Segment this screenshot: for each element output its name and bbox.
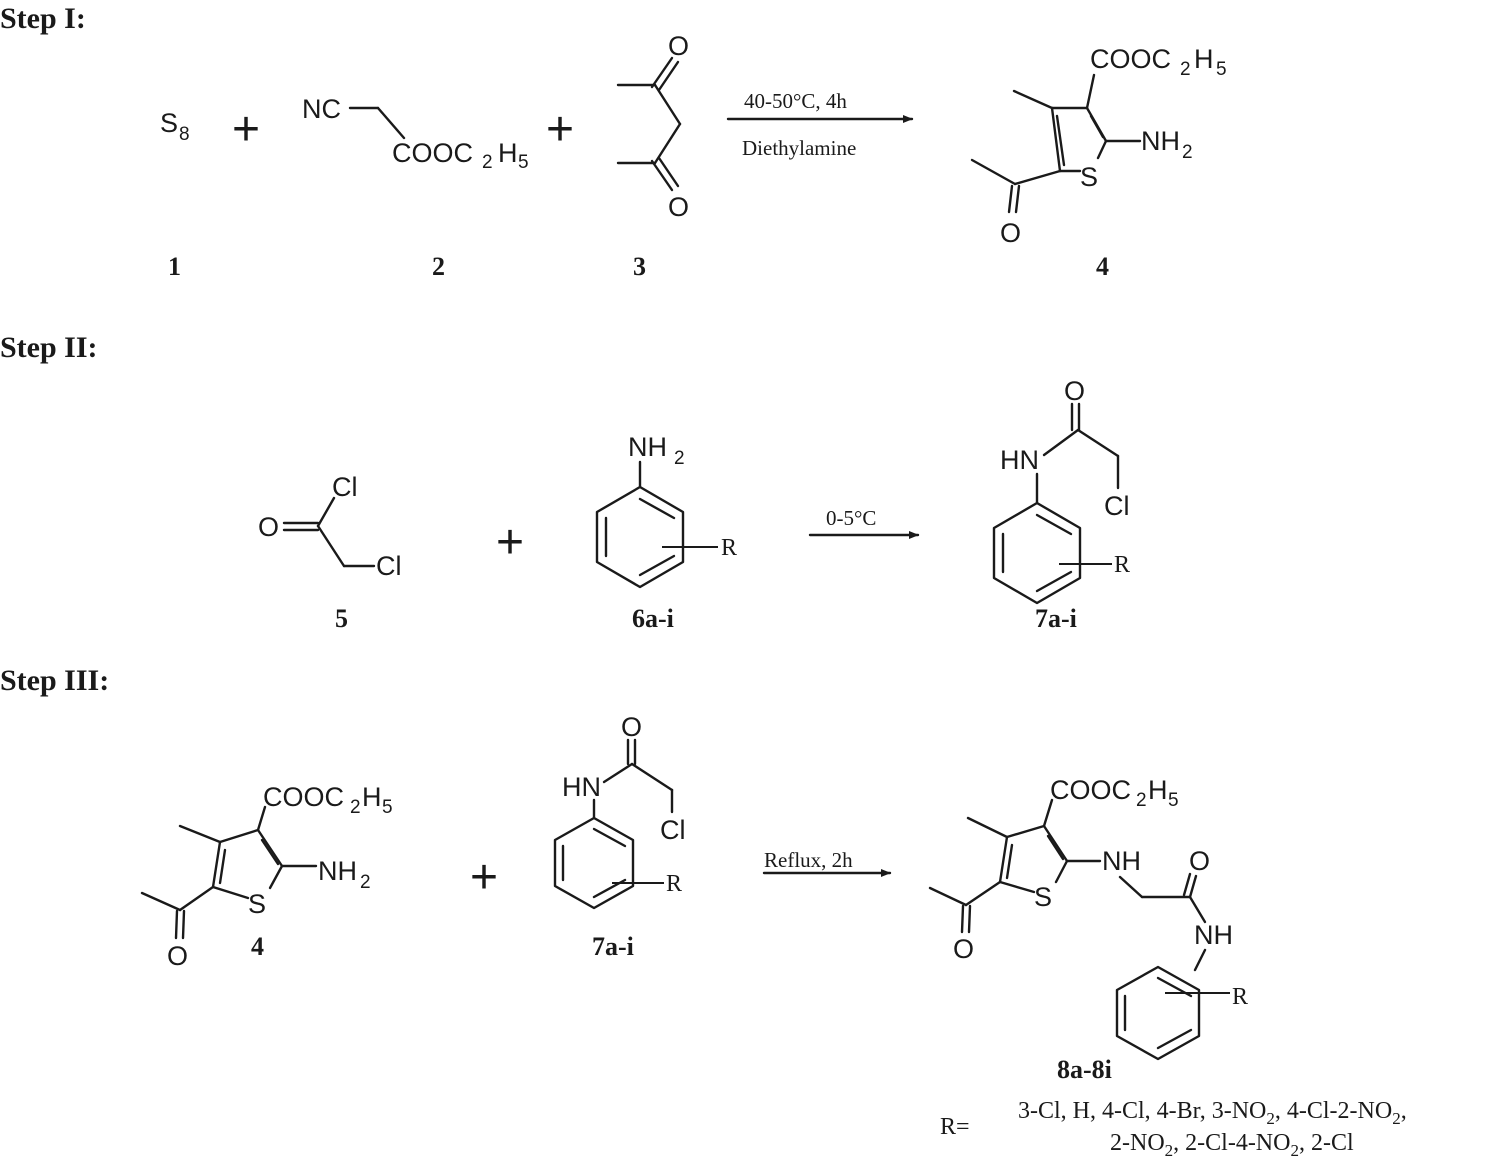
compound-1-sulfur: S 8 [160,108,190,145]
svg-text:2: 2 [674,448,685,469]
plus-sign: + [496,516,524,569]
compound-4-thiophene: S COOC 2 H 5 NH 2 O [970,44,1227,248]
svg-text:COOC: COOC [1090,44,1171,74]
svg-text:R: R [666,871,682,897]
svg-text:HN: HN [1000,445,1039,475]
compound-7-chloroacetamide: HN O Cl R [992,376,1130,605]
step-3-arrow: Reflux, 2h [762,848,892,877]
svg-text:O: O [621,712,642,742]
svg-text:O: O [1064,376,1085,406]
svg-text:2: 2 [350,797,361,818]
svg-text:Cl: Cl [660,815,686,845]
compound-number-4: 4 [1096,252,1109,281]
svg-text:0-5°C: 0-5°C [826,506,876,530]
svg-text:O: O [1000,218,1021,248]
svg-text:O: O [167,941,188,971]
svg-text:NC: NC [302,94,341,124]
compound-5-chloroacetyl-chloride: O Cl Cl [258,472,402,581]
compound-2-ethyl-cyanoacetate: NC COOC 2 H 5 [302,94,529,173]
svg-text:O: O [953,934,974,964]
compound-number-7-small: 7a-i [592,932,634,961]
compound-number-7: 7a-i [1035,604,1077,633]
svg-text:R: R [1114,552,1130,578]
svg-text:S: S [1034,882,1052,912]
svg-text:Cl: Cl [1104,491,1130,521]
step-1-arrow: 40-50°C, 4h Diethylamine [726,89,914,160]
plus-sign: + [546,103,574,156]
svg-text:5: 5 [1216,59,1227,80]
svg-text:H: H [362,782,382,812]
svg-text:NH: NH [1102,846,1141,876]
svg-text:2: 2 [482,152,493,173]
step-3-heading: Step III: [0,664,109,697]
svg-text:NH: NH [628,432,667,462]
svg-text:NH: NH [1141,126,1180,156]
svg-text:Cl: Cl [332,472,358,502]
svg-text:O: O [668,31,689,61]
svg-text:8: 8 [179,124,190,145]
svg-text:5: 5 [1168,790,1179,811]
svg-text:H: H [498,138,518,168]
compound-number-3: 3 [633,252,646,281]
svg-text:COOC: COOC [1050,775,1131,805]
compound-7-chloroacetamide-small: HN O Cl R [553,712,686,910]
step-2-heading: Step II: [0,331,98,364]
compound-8-product: S COOC 2 H 5 O NH O NH R [928,775,1248,1061]
svg-text:R: R [721,535,737,561]
svg-text:COOC: COOC [392,138,473,168]
svg-text:COOC: COOC [263,782,344,812]
svg-text:NH: NH [318,856,357,886]
svg-text:O: O [1189,846,1210,876]
svg-text:2-NO2, 2-Cl-4-NO2, 2-Cl: 2-NO2, 2-Cl-4-NO2, 2-Cl [1110,1130,1354,1160]
svg-text:R: R [1232,984,1248,1010]
svg-text:5: 5 [382,797,393,818]
compound-number-8: 8a-8i [1057,1055,1112,1084]
compound-4-thiophene-small: S COOC 2 H 5 NH 2 O [140,782,393,971]
compound-number-2: 2 [432,252,445,281]
svg-text:O: O [668,192,689,222]
svg-text:2: 2 [1182,142,1193,163]
svg-text:40-50°C, 4h: 40-50°C, 4h [744,89,847,113]
substituent-list: R= 3-Cl, H, 4-Cl, 4-Br, 3-NO2, 4-Cl-2-NO… [940,1098,1407,1160]
svg-text:2: 2 [1136,790,1147,811]
svg-text:O: O [258,512,279,542]
svg-text:S: S [248,889,266,919]
svg-text:R=: R= [940,1114,970,1140]
svg-text:H: H [1194,44,1214,74]
step-1-heading: Step I: [0,2,86,35]
step-2-arrow: 0-5°C [808,506,920,539]
svg-text:5: 5 [518,152,529,173]
compound-number-1: 1 [168,252,181,281]
svg-text:Reflux, 2h: Reflux, 2h [764,848,853,872]
compound-3-acetylacetone: O O [616,31,689,222]
svg-text:HN: HN [562,772,601,802]
svg-text:NH: NH [1194,920,1233,950]
svg-text:H: H [1148,775,1168,805]
compound-number-5: 5 [335,604,348,633]
svg-text:Cl: Cl [376,551,402,581]
svg-text:Diethylamine: Diethylamine [742,136,856,160]
plus-sign: + [470,851,498,904]
svg-text:2: 2 [360,872,371,893]
compound-number-6: 6a-i [632,604,674,633]
plus-sign: + [232,103,260,156]
svg-text:S: S [1080,162,1098,192]
svg-text:2: 2 [1180,59,1191,80]
compound-number-4-small: 4 [251,932,264,961]
svg-text:S: S [160,108,178,138]
svg-text:3-Cl, H, 4-Cl, 4-Br, 3-NO2, 4-: 3-Cl, H, 4-Cl, 4-Br, 3-NO2, 4-Cl-2-NO2, [1018,1098,1407,1128]
compound-6-aniline: NH 2 R [595,432,737,589]
